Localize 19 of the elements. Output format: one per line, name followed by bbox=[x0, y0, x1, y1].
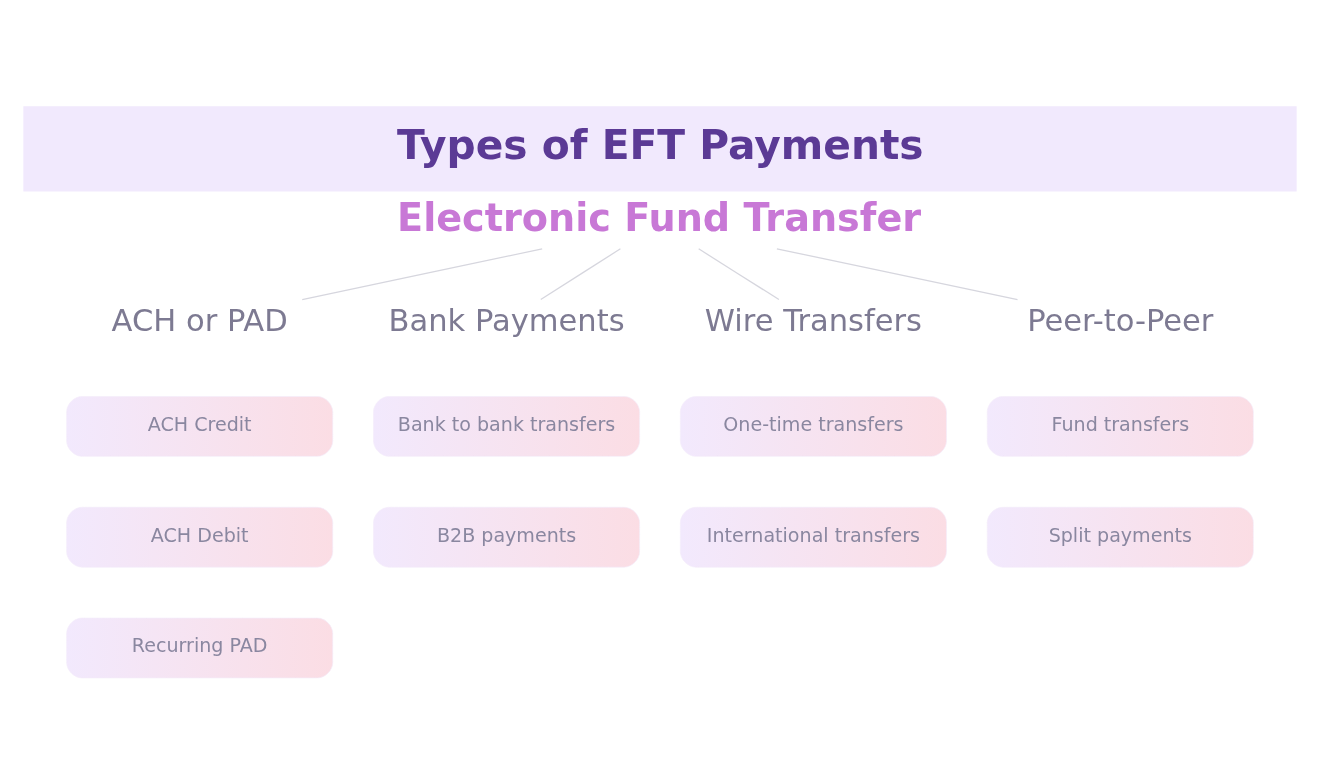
node-box: International transfers bbox=[680, 506, 947, 568]
node-text: Bank Payments bbox=[388, 302, 625, 338]
node-text: Peer-to-Peer bbox=[1027, 302, 1214, 338]
connector bbox=[301, 248, 543, 301]
node-box: Split payments bbox=[986, 506, 1254, 568]
node-text: ACH or PAD bbox=[111, 302, 288, 338]
diagram-title: Types of EFT Payments bbox=[397, 120, 924, 169]
node-box: Fund transfers bbox=[986, 396, 1254, 457]
node-box: One-time transfers bbox=[680, 396, 947, 457]
connector bbox=[698, 248, 780, 301]
node-box: ACH Credit bbox=[66, 396, 334, 457]
node-box: B2B payments bbox=[373, 506, 640, 568]
node-text: Electronic Fund Transfer bbox=[397, 195, 922, 240]
connector bbox=[776, 248, 1019, 301]
node-box: ACH Debit bbox=[66, 506, 334, 568]
connector bbox=[540, 248, 622, 301]
node-box: Bank to bank transfers bbox=[373, 396, 640, 457]
node-box: Recurring PAD bbox=[66, 617, 334, 679]
node-text: Wire Transfers bbox=[704, 302, 923, 338]
